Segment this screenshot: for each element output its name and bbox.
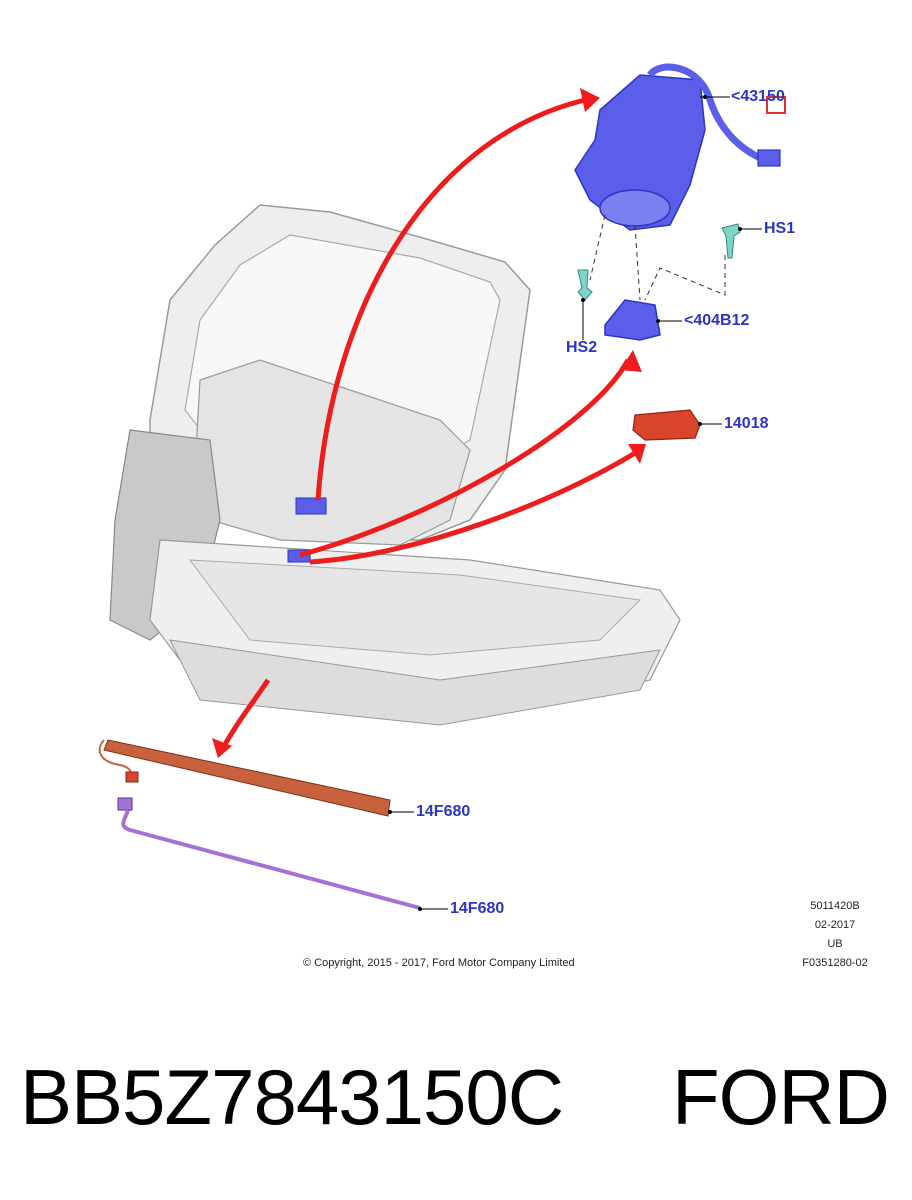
- hs1-screw: [721, 223, 762, 259]
- arrow-to-strip: [219, 678, 271, 752]
- highlight-box: [766, 96, 786, 114]
- exploded-parts-diagram: [98, 63, 781, 911]
- callout-43150: <43150: [731, 88, 785, 105]
- drawing-region: UB: [827, 938, 843, 950]
- drawing-code: 5011420B: [810, 900, 860, 912]
- callout-hs2: HS2: [566, 339, 598, 356]
- arrowheads: [212, 88, 646, 758]
- arrow-to-striker: [299, 358, 631, 558]
- release-switch: [632, 409, 722, 441]
- vehicle-rear-body: [109, 204, 681, 726]
- callout-hs1: HS1: [764, 220, 796, 237]
- callout-404b12: <404B12: [684, 312, 750, 329]
- arrow-to-latch: [315, 97, 586, 501]
- copyright-notice: © Copyright, 2015 - 2017, Ford Motor Com…: [303, 957, 575, 969]
- part-number: BB5Z7843150C: [20, 1053, 564, 1141]
- drawing-id: F0351280-02: [802, 957, 868, 969]
- harness-cable: [117, 797, 448, 911]
- latch-assembly: [574, 63, 781, 231]
- callout-14f680-cable: 14F680: [450, 900, 505, 917]
- drawing-date: 02-2017: [814, 919, 856, 931]
- callout-14f680-strip: 14F680: [416, 803, 471, 820]
- dashed-leaders: [589, 214, 726, 301]
- striker-bracket: [604, 299, 682, 341]
- hs2-screw: [577, 269, 593, 340]
- red-arrows: [219, 97, 642, 752]
- arrow-to-switch: [309, 447, 642, 565]
- brand-name: FORD: [672, 1053, 890, 1141]
- part-caption: [0, 1000, 912, 1200]
- callout-14018: 14018: [724, 415, 769, 432]
- trim-strip: [98, 739, 414, 817]
